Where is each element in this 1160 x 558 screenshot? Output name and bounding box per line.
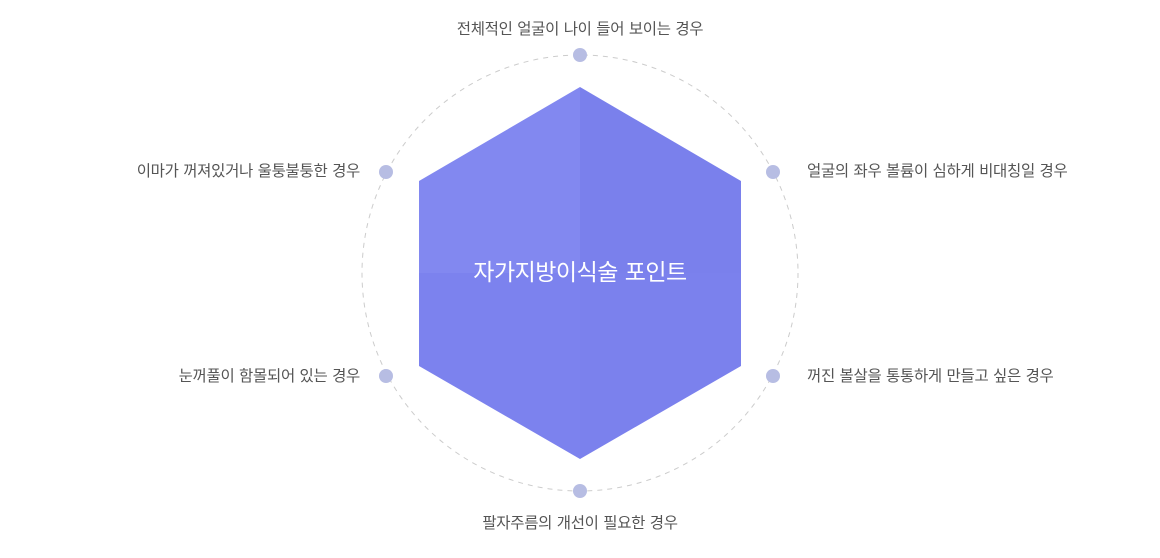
point-label-top: 전체적인 얼굴이 나이 들어 보이는 경우 xyxy=(456,20,704,38)
dot-bottom-left xyxy=(379,369,393,383)
hexagon xyxy=(419,87,741,459)
dot-top xyxy=(573,48,587,62)
center-title: 자가지방이식술 포인트 xyxy=(473,260,687,286)
dot-bottom xyxy=(573,484,587,498)
point-label-top-left: 이마가 꺼져있거나 울퉁불퉁한 경우 xyxy=(136,162,361,180)
point-label-bottom-left: 눈꺼풀이 함몰되어 있는 경우 xyxy=(178,367,361,385)
point-label-bottom: 팔자주름의 개선이 필요한 경우 xyxy=(482,514,678,532)
dot-top-right xyxy=(766,165,780,179)
dot-bottom-right xyxy=(766,369,780,383)
dots xyxy=(379,48,780,498)
dot-top-left xyxy=(379,165,393,179)
point-label-top-right: 얼굴의 좌우 볼륨이 심하게 비대칭일 경우 xyxy=(807,162,1068,180)
point-label-bottom-right: 꺼진 볼살을 통통하게 만들고 싶은 경우 xyxy=(807,367,1054,385)
